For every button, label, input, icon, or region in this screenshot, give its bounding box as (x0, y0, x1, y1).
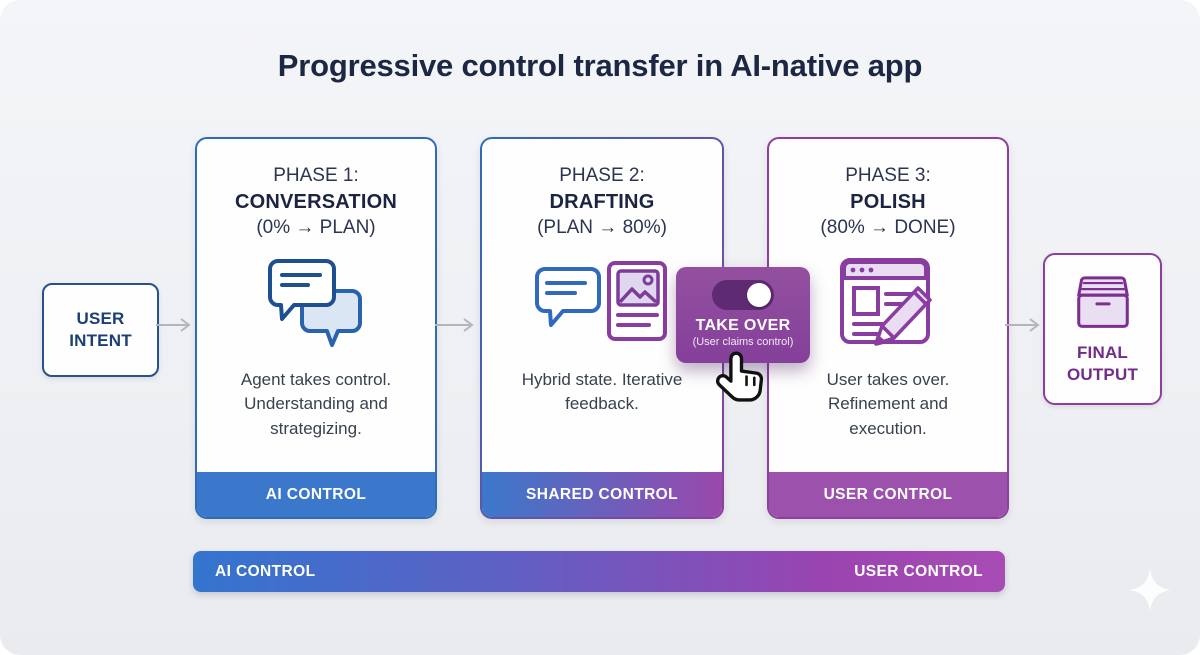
toggle-switch[interactable] (712, 280, 774, 310)
phase-label: PHASE 1: (273, 165, 359, 186)
phase-description: Agent takes control. Understanding and s… (240, 370, 392, 438)
phase-description: Hybrid state. Iterative feedback. (521, 370, 683, 414)
phase-name: DRAFTING (549, 190, 655, 213)
phase-card-drafting: PHASE 2: DRAFTING (PLAN → 80%) (480, 137, 724, 519)
sparkle-icon (1129, 569, 1171, 611)
phase-range: (0% → PLAN) (256, 216, 376, 238)
take-over-title: TAKE OVER (695, 317, 791, 334)
page-title: Progressive control transfer in AI-nativ… (277, 48, 923, 83)
toggle-knob (747, 283, 771, 307)
control-footer: SHARED CONTROL (482, 472, 722, 517)
phase-range: (PLAN → 80%) (537, 216, 667, 238)
phase-label: PHASE 2: (559, 165, 645, 186)
flow-arrow-icon (1005, 318, 1040, 332)
final-output-box: FINAL OUTPUT (1043, 253, 1162, 405)
phase-header: PHASE 2: DRAFTING (PLAN → 80%) (537, 163, 667, 240)
control-gradient-bar: AI CONTROL USER CONTROL (193, 551, 1005, 592)
chat-and-draft-icon (533, 251, 671, 356)
control-footer: USER CONTROL (769, 472, 1007, 517)
phase-label: PHASE 3: (845, 165, 931, 186)
phase-name: CONVERSATION (234, 190, 398, 213)
browser-edit-icon (834, 252, 942, 354)
phase-header: PHASE 3: POLISH (80% → DONE) (820, 163, 955, 240)
gradient-bar-left-label: AI CONTROL (215, 562, 316, 580)
phase-name: POLISH (850, 190, 926, 213)
chat-bubbles-icon (264, 252, 368, 354)
take-over-subtitle: (User claims control) (692, 336, 794, 348)
archive-box-icon (1076, 276, 1129, 328)
phase-header: PHASE 1: CONVERSATION (0% → PLAN) (235, 163, 397, 240)
final-output-label: FINAL OUTPUT (1066, 342, 1139, 384)
hand-pointer-icon (716, 351, 764, 402)
take-over-badge[interactable]: TAKE OVER (User claims control) (676, 267, 810, 363)
flow-arrow-icon (435, 318, 474, 332)
flow-arrow-icon (156, 318, 191, 332)
phase-description: User takes over. Refinement and executio… (826, 370, 950, 438)
user-intent-box: USER INTENT (42, 283, 159, 377)
gradient-bar-right-label: USER CONTROL (854, 562, 983, 580)
phase-range: (80% → DONE) (820, 216, 956, 238)
control-footer: AI CONTROL (197, 472, 435, 517)
user-intent-label: USER INTENT (69, 308, 132, 350)
phase-card-conversation: PHASE 1: CONVERSATION (0% → PLAN) Agent … (195, 137, 437, 519)
